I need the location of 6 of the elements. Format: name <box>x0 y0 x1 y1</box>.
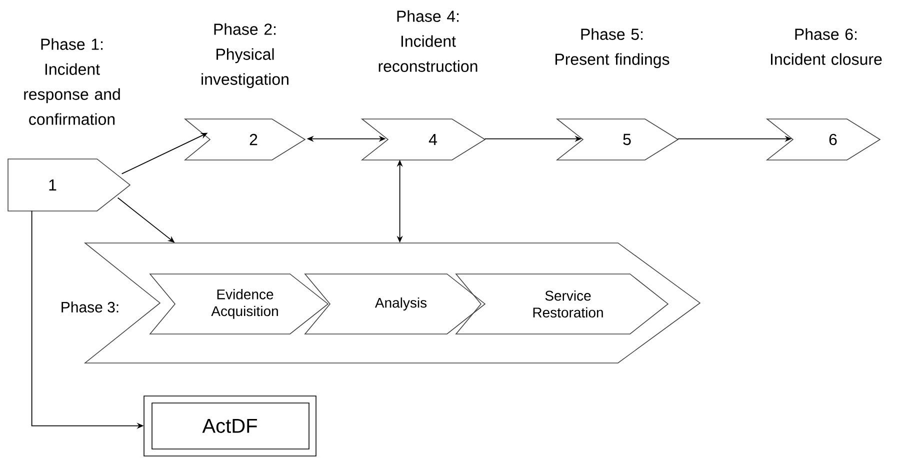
node-label: Phase 6: Incident closure <box>770 28 882 65</box>
node-label: Phase 2: Physical investigation <box>202 23 288 88</box>
node-label: Phase 1: Incident response and confirmation <box>24 38 120 125</box>
double-box: ActDF <box>144 396 316 456</box>
node-label: Phase 4: Incident reconstruction <box>378 10 478 72</box>
node-label: Phase 5: Present findings <box>556 28 670 68</box>
